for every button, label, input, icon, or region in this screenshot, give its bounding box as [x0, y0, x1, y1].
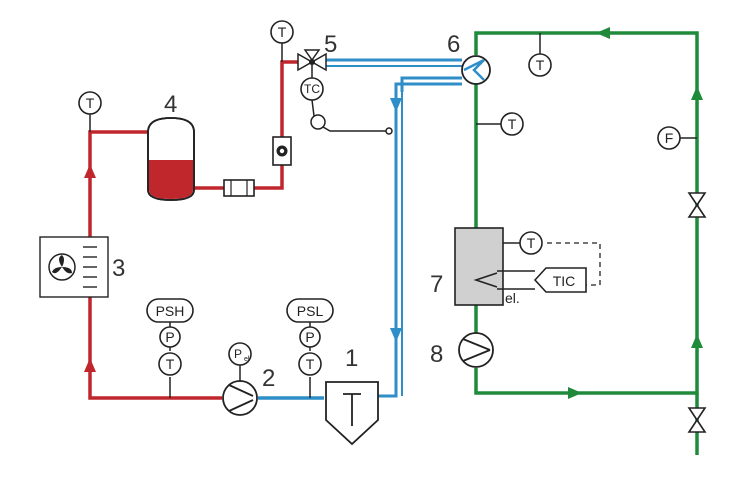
- svg-text:T: T: [536, 57, 545, 73]
- flow-arrow: [390, 98, 402, 112]
- tc-bulb-line: [310, 99, 388, 132]
- compressor: [222, 380, 258, 416]
- svg-text:T: T: [527, 235, 536, 251]
- secondary-loop-piping: [474, 31, 699, 455]
- flow-arrow: [568, 387, 582, 399]
- heater-vessel: [454, 227, 535, 306]
- label-compressor: 2: [262, 365, 275, 392]
- svg-text:el: el: [244, 356, 250, 363]
- pressure-sensor: P: [299, 326, 321, 348]
- valve-icon: [687, 192, 707, 218]
- svg-text:PSH: PSH: [156, 303, 185, 319]
- flow-sensor: F: [657, 126, 681, 150]
- temperature-sensor: T: [270, 20, 294, 44]
- label-electric: el.: [505, 290, 520, 306]
- label-expansion-valve: 5: [324, 31, 337, 58]
- pressure-switch-high: PSH: [146, 298, 194, 323]
- svg-text:T: T: [166, 356, 175, 372]
- temperature-sensor: T: [519, 231, 543, 255]
- tic-label: TIC: [553, 273, 576, 289]
- fan-icon: [48, 253, 76, 281]
- valve-icon: [687, 407, 707, 433]
- svg-text:P: P: [305, 329, 314, 345]
- label-receiver: 4: [164, 91, 177, 118]
- heater-coil-icon: [473, 270, 535, 290]
- temperature-sensor: T: [528, 53, 552, 77]
- label-evaporator: 1: [345, 345, 358, 372]
- bulb-junction: [385, 127, 393, 135]
- receiver-tank: [147, 117, 195, 201]
- svg-text:F: F: [665, 130, 674, 146]
- tc-sensor: TC: [300, 77, 324, 101]
- flow-arrow: [84, 164, 96, 178]
- flow-arrow: [84, 358, 96, 372]
- temperature-sensor: T: [500, 112, 524, 136]
- svg-text:T: T: [86, 95, 95, 111]
- pump-icon: [458, 332, 494, 368]
- flow-arrow: [691, 334, 703, 348]
- label-heater: 7: [430, 271, 443, 298]
- control-signal-line: [547, 242, 601, 286]
- pressure-switch-low: PSL: [286, 298, 334, 323]
- temperature-sensor: T: [298, 352, 322, 376]
- svg-text:T: T: [508, 116, 517, 132]
- label-pump: 8: [430, 341, 443, 368]
- label-condenser: 3: [112, 255, 125, 282]
- temperature-sensor: T: [78, 91, 102, 115]
- hot-gas-piping: [88, 60, 302, 400]
- instrument-tap-lines: [89, 33, 697, 398]
- heat-exchanger: [461, 55, 491, 85]
- flow-arrow: [596, 27, 610, 39]
- condenser: [39, 236, 109, 298]
- tic-controller: TIC: [533, 267, 587, 293]
- svg-text:P: P: [234, 347, 242, 361]
- electric-power-sensor: P el: [228, 342, 252, 366]
- svg-text:TC: TC: [304, 82, 320, 96]
- svg-text:PSL: PSL: [297, 303, 324, 319]
- valve-icon: [297, 49, 327, 78]
- pressure-sensor: P: [159, 326, 181, 348]
- evaporator: [325, 381, 379, 446]
- svg-text:T: T: [306, 356, 315, 372]
- flow-arrow: [691, 86, 703, 100]
- filter-dryer-icon: [223, 179, 255, 197]
- label-heat-exchanger: 6: [447, 31, 460, 58]
- cold-piping: [258, 58, 462, 400]
- temperature-sensor: T: [158, 352, 182, 376]
- svg-text:T: T: [278, 24, 287, 40]
- flow-arrow: [390, 328, 402, 342]
- svg-text:P: P: [165, 329, 174, 345]
- sight-glass-icon: [272, 136, 292, 166]
